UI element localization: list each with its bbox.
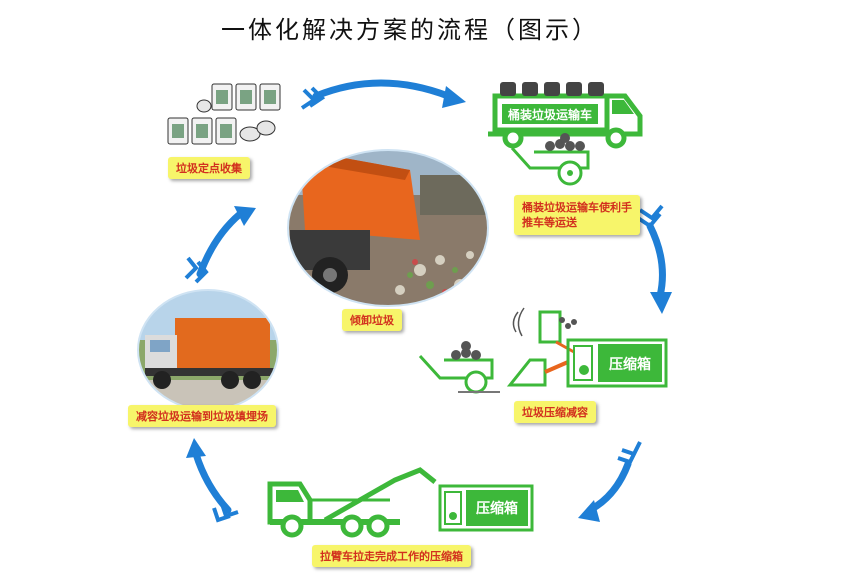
garbage-bins-icon bbox=[167, 83, 281, 145]
flow-arrow-left bbox=[184, 206, 256, 284]
compressor-box-label-2: 压缩箱 bbox=[476, 500, 518, 517]
step-label-compress: 垃圾压缩减容 bbox=[514, 401, 596, 423]
bin-transport-truck-icon bbox=[488, 82, 643, 149]
flow-arrow-bottom-left bbox=[186, 438, 239, 523]
step-label-carry: 拉臂车拉走完成工作的压缩箱 bbox=[312, 545, 471, 567]
truck-label: 桶装垃圾运输车 bbox=[508, 107, 592, 122]
step-label-transport: 桶装垃圾运输车使利手推车等运送 bbox=[514, 195, 640, 235]
step-label-collect: 垃圾定点收集 bbox=[168, 157, 250, 179]
step-label-dump: 倾卸垃圾 bbox=[342, 309, 402, 331]
flow-arrow-right bbox=[636, 204, 672, 314]
handcart-icon bbox=[510, 133, 590, 186]
hook-lift-truck-icon bbox=[267, 467, 534, 538]
compressor-box-label: 压缩箱 bbox=[609, 356, 651, 373]
step-label-landfill: 减容垃圾运输到垃圾填埋场 bbox=[128, 405, 276, 427]
page-title: 一体化解决方案的流程（图示） bbox=[221, 16, 599, 44]
dump-truck-photo bbox=[288, 150, 488, 306]
compression-station-icon bbox=[418, 307, 668, 394]
flow-arrow-top bbox=[300, 79, 466, 110]
flow-arrow-bottom-right bbox=[578, 441, 642, 522]
